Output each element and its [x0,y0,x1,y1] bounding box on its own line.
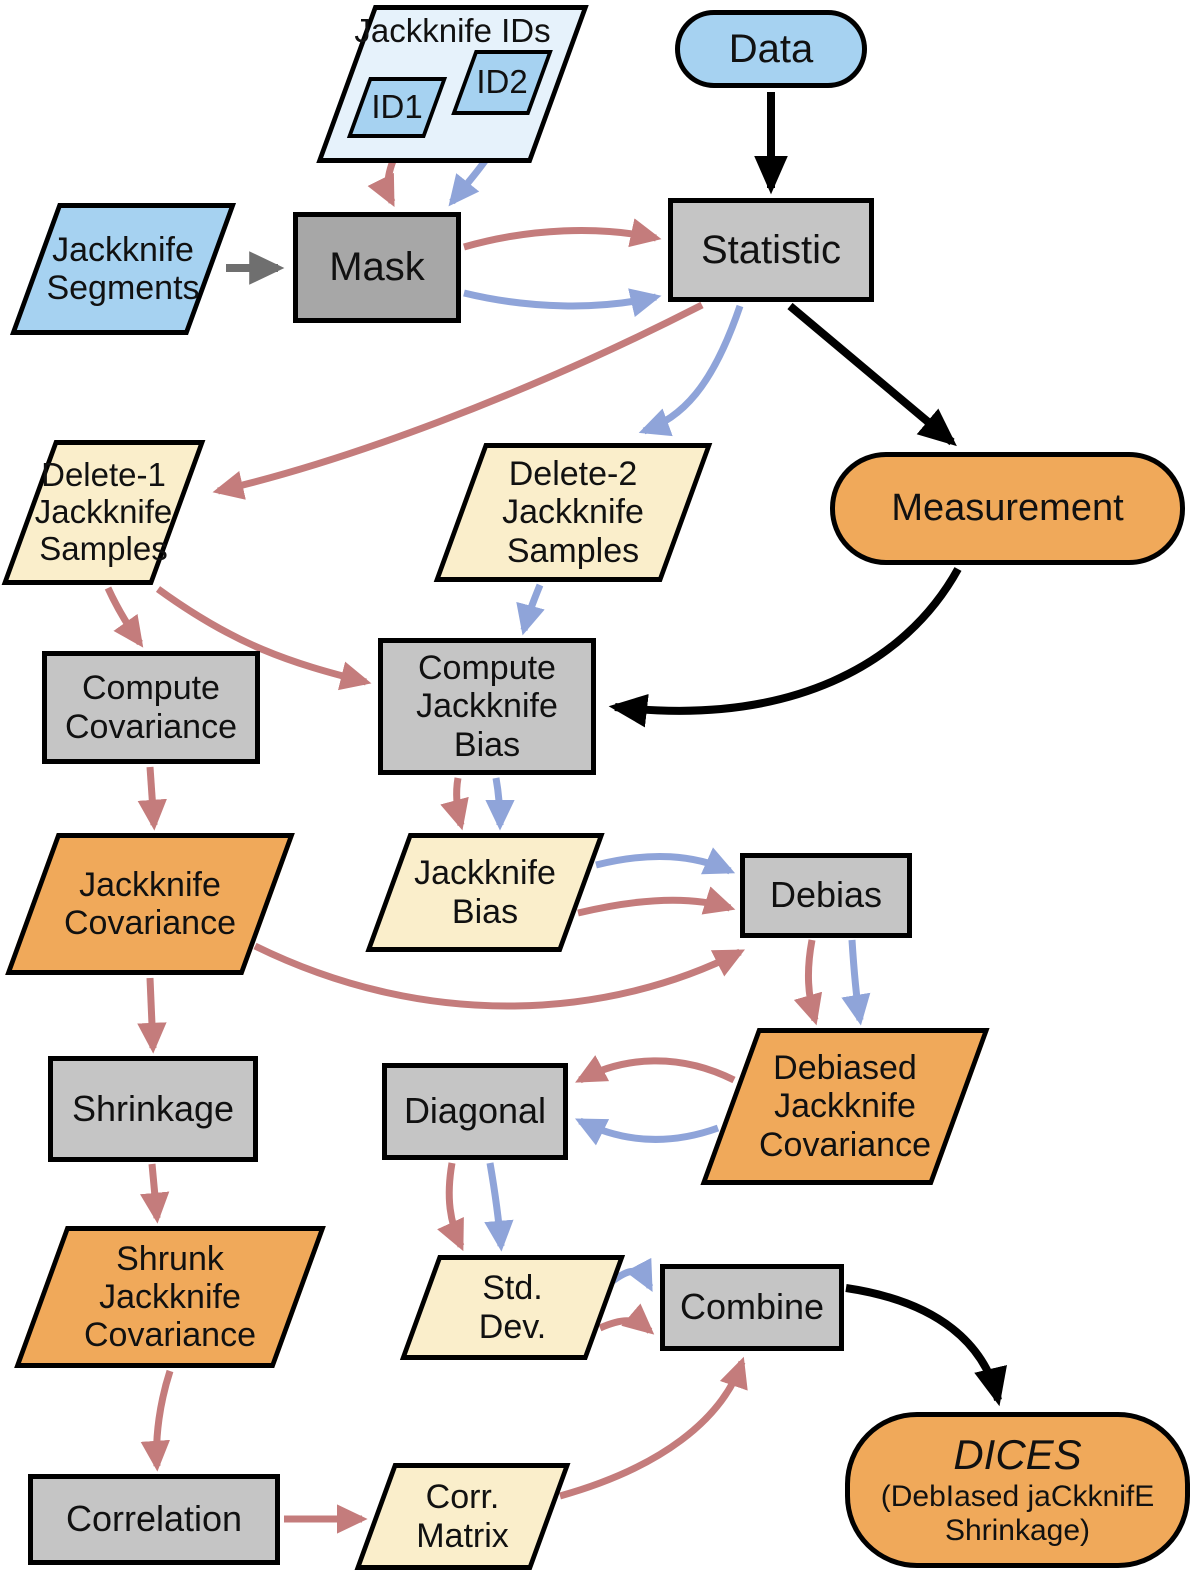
node-label: ID2 [476,63,528,101]
node-debias: Debias [740,853,912,938]
node-id2: ID2 [451,50,553,115]
node-diagonal: Diagonal [382,1063,568,1160]
arrow-shrunk-to-correlation [140,1369,174,1472]
arrow-corr-matrix-to-combine [559,1356,748,1500]
arrow-delete1-to-compute-jackknife-bias [155,586,372,691]
arrow-jackknife-covariance-to-debias [253,942,745,1010]
node-shrinkage: Shrinkage [48,1056,258,1162]
node-debiased-jackknife-covariance: Debiased Jackknife Covariance [700,1028,990,1185]
node-label: Statistic [700,227,842,272]
node-id1: ID1 [346,77,448,138]
rect-shape [293,212,461,323]
arrow-compute-covariance-to-jackknife-covariance [137,766,167,831]
arrow-debias-to-debiased-blue [841,939,871,1026]
node-shrunk-jackknife-covariance: Shrunk Jackknife Covariance [14,1226,326,1368]
node-data: Data [675,10,867,88]
arrow-jackknife-covariance-to-shrinkage [137,977,167,1054]
node-delete1-jackknife-samples: Delete-1 Jackknife Samples [1,440,206,585]
arrow-mask-to-statistic-blue [463,288,662,318]
arrow-jackknife-bias-to-debias-blue [595,847,736,875]
arrow-statistic-to-delete1 [212,301,704,500]
node-label: Shrinkage [71,1087,235,1129]
node-label: Compute Covariance [65,669,237,746]
node-dices: DICES (DebIased jaCkknifE Shrinkage) [845,1412,1190,1568]
node-label: Measurement [891,487,1124,530]
node-measurement: Measurement [830,452,1185,565]
arrow-diagonal-to-stddev-blue [484,1162,514,1252]
arrow-shrinkage-to-shrunk [140,1163,170,1224]
rect-shape [660,1264,844,1351]
arrow-debias-to-debiased-red [793,939,823,1026]
arrow-jackknife-bias-to-debias-red [577,886,736,917]
node-jackknife-ids: Jackknife IDs [316,5,589,163]
node-delete2-jackknife-samples: Delete-2 Jackknife Samples [433,443,713,582]
arrow-delete2-to-compute-jackknife-bias [516,583,545,636]
arrow-debiased-to-diagonal-blue [574,1117,720,1146]
node-compute-jackknife-bias: Compute Jackknife Bias [378,638,596,775]
node-label: Jackknife Bias [414,854,556,931]
node-combine: Combine [660,1264,844,1351]
node-label: Shrunk Jackknife Covariance [84,1239,256,1355]
arrow-mask-to-statistic-red [463,218,662,251]
rect-shape [42,651,260,764]
node-label: Delete-1 Jackknife Samples [34,456,173,567]
arrow-statistic-to-measurement [787,302,957,447]
node-correlation: Correlation [28,1474,280,1565]
arrow-compute-jackknife-bias-to-jackknife-bias-blue [485,777,515,831]
node-label: DICES (DebIased jaCkknifE Shrinkage) [845,1412,1190,1568]
node-label: Jackknife IDs [354,12,551,49]
node-jackknife-bias: Jackknife Bias [365,833,605,952]
node-statistic: Statistic [668,198,874,302]
arrow-measurement-to-compute-jackknife-bias [608,567,962,728]
node-std-dev: Std. Dev. [399,1255,626,1360]
rect-shape [378,638,596,775]
dices-subtitle: (DebIased jaCkknifE Shrinkage) [880,1479,1155,1548]
arrow-statistic-to-delete2 [638,304,744,437]
node-label: Data [728,26,814,71]
rounded-shape [845,1412,1190,1568]
rect-shape [48,1056,258,1162]
rect-shape [668,198,874,302]
rect-shape [28,1474,280,1565]
node-corr-matrix: Corr. Matrix [354,1463,571,1570]
node-label: Correlation [65,1498,243,1540]
node-label: Compute Jackknife Bias [416,649,558,764]
node-label: Delete-2 Jackknife Samples [502,455,644,570]
node-label: Mask [329,245,425,290]
arrow-combine-to-dices [845,1284,1007,1407]
rect-shape [382,1063,568,1160]
dices-title: DICES [953,1431,1082,1479]
node-jackknife-segments: Jackknife Segments [9,203,237,335]
node-compute-covariance: Compute Covariance [42,651,260,764]
node-label: Combine [679,1286,825,1328]
arrow-delete1-to-compute-covariance [104,586,144,648]
arrow-debiased-to-diagonal-red [575,1055,736,1084]
node-label: Jackknife Covariance [64,865,236,942]
node-label: Diagonal [403,1090,547,1132]
node-label: Jackknife Segments [46,230,200,307]
node-label: ID1 [371,88,423,126]
rect-shape [740,853,912,938]
node-mask: Mask [293,212,461,323]
rounded-shape [675,10,867,88]
node-label: Debiased Jackknife Covariance [759,1049,931,1164]
arrow-stddev-to-combine-red [598,1303,655,1335]
node-label: Corr. Matrix [416,1478,509,1555]
node-label: Std. Dev. [478,1269,547,1346]
node-label: Debias [769,874,883,916]
node-jackknife-covariance: Jackknife Covariance [5,833,295,975]
rounded-shape [830,452,1185,565]
arrow-diagonal-to-stddev-red [437,1162,465,1252]
arrow-compute-jackknife-bias-to-jackknife-bias-red [440,777,469,831]
